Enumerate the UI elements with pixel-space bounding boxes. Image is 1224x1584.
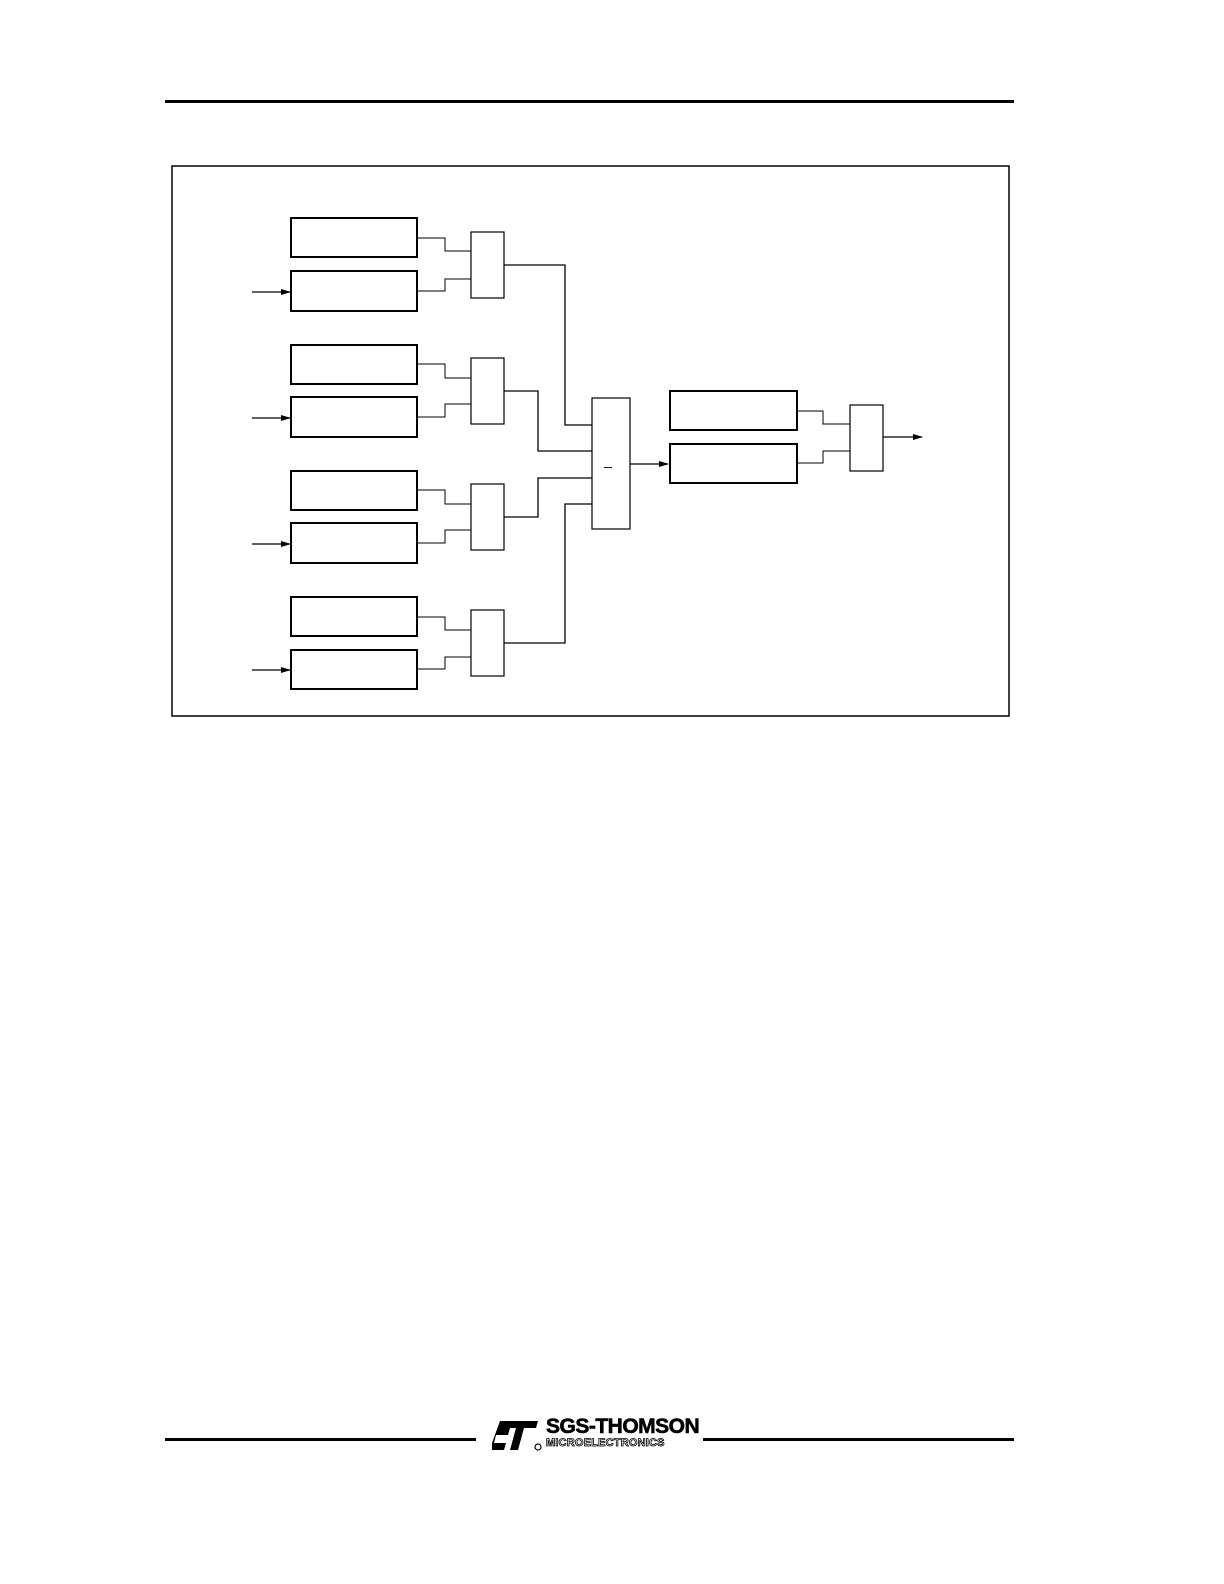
register-block-3a	[290, 470, 418, 511]
multiplexer-block	[591, 397, 631, 530]
output-connector-b	[797, 450, 850, 464]
register-block-3b	[290, 522, 418, 564]
bus-line-1	[504, 264, 592, 426]
output-pair	[669, 390, 923, 484]
bus-line-2	[504, 390, 592, 452]
connector-1b	[417, 278, 471, 292]
combiner-block-2	[470, 357, 505, 425]
diagram-frame	[171, 165, 1010, 717]
block-diagram: _	[171, 165, 1010, 717]
connector-3a	[417, 489, 471, 505]
output-combiner-block	[849, 404, 884, 472]
register-block-4a	[290, 596, 418, 637]
footer-rule-right	[703, 1438, 1014, 1441]
connector-4a	[417, 616, 471, 631]
bus-line-4	[504, 503, 592, 644]
register-block-2a	[290, 344, 418, 385]
brand-name: SGS-THOMSON	[546, 1415, 700, 1438]
connector-4b	[417, 656, 471, 670]
header-rule	[165, 100, 1014, 103]
register-pair-1	[252, 217, 592, 426]
multiplexer-label: _	[603, 452, 612, 468]
output-block-b	[669, 443, 798, 484]
register-block-1a	[290, 217, 418, 258]
footer-rule-left	[165, 1438, 476, 1441]
combiner-block-4	[470, 609, 505, 677]
bus-line-3	[504, 477, 592, 518]
register-pair-2	[252, 344, 592, 452]
brand-logo: SGS-THOMSON MICROELECTRONICS	[492, 1416, 700, 1455]
combiner-block-3	[470, 483, 505, 551]
connector-3b	[417, 529, 471, 544]
register-block-4b	[290, 649, 418, 690]
output-block-a	[669, 390, 798, 431]
output-connector-a	[797, 410, 850, 425]
register-pair-4	[252, 503, 592, 690]
register-pair-3	[252, 470, 592, 564]
brand-subtitle: MICROELECTRONICS	[546, 1437, 665, 1449]
combiner-block-1	[470, 231, 505, 299]
register-block-2b	[290, 396, 418, 438]
st-logo-icon	[492, 1421, 542, 1451]
connector-1a	[417, 237, 471, 252]
connector-2a	[417, 363, 471, 379]
register-block-1b	[290, 270, 418, 312]
connector-2b	[417, 403, 471, 418]
